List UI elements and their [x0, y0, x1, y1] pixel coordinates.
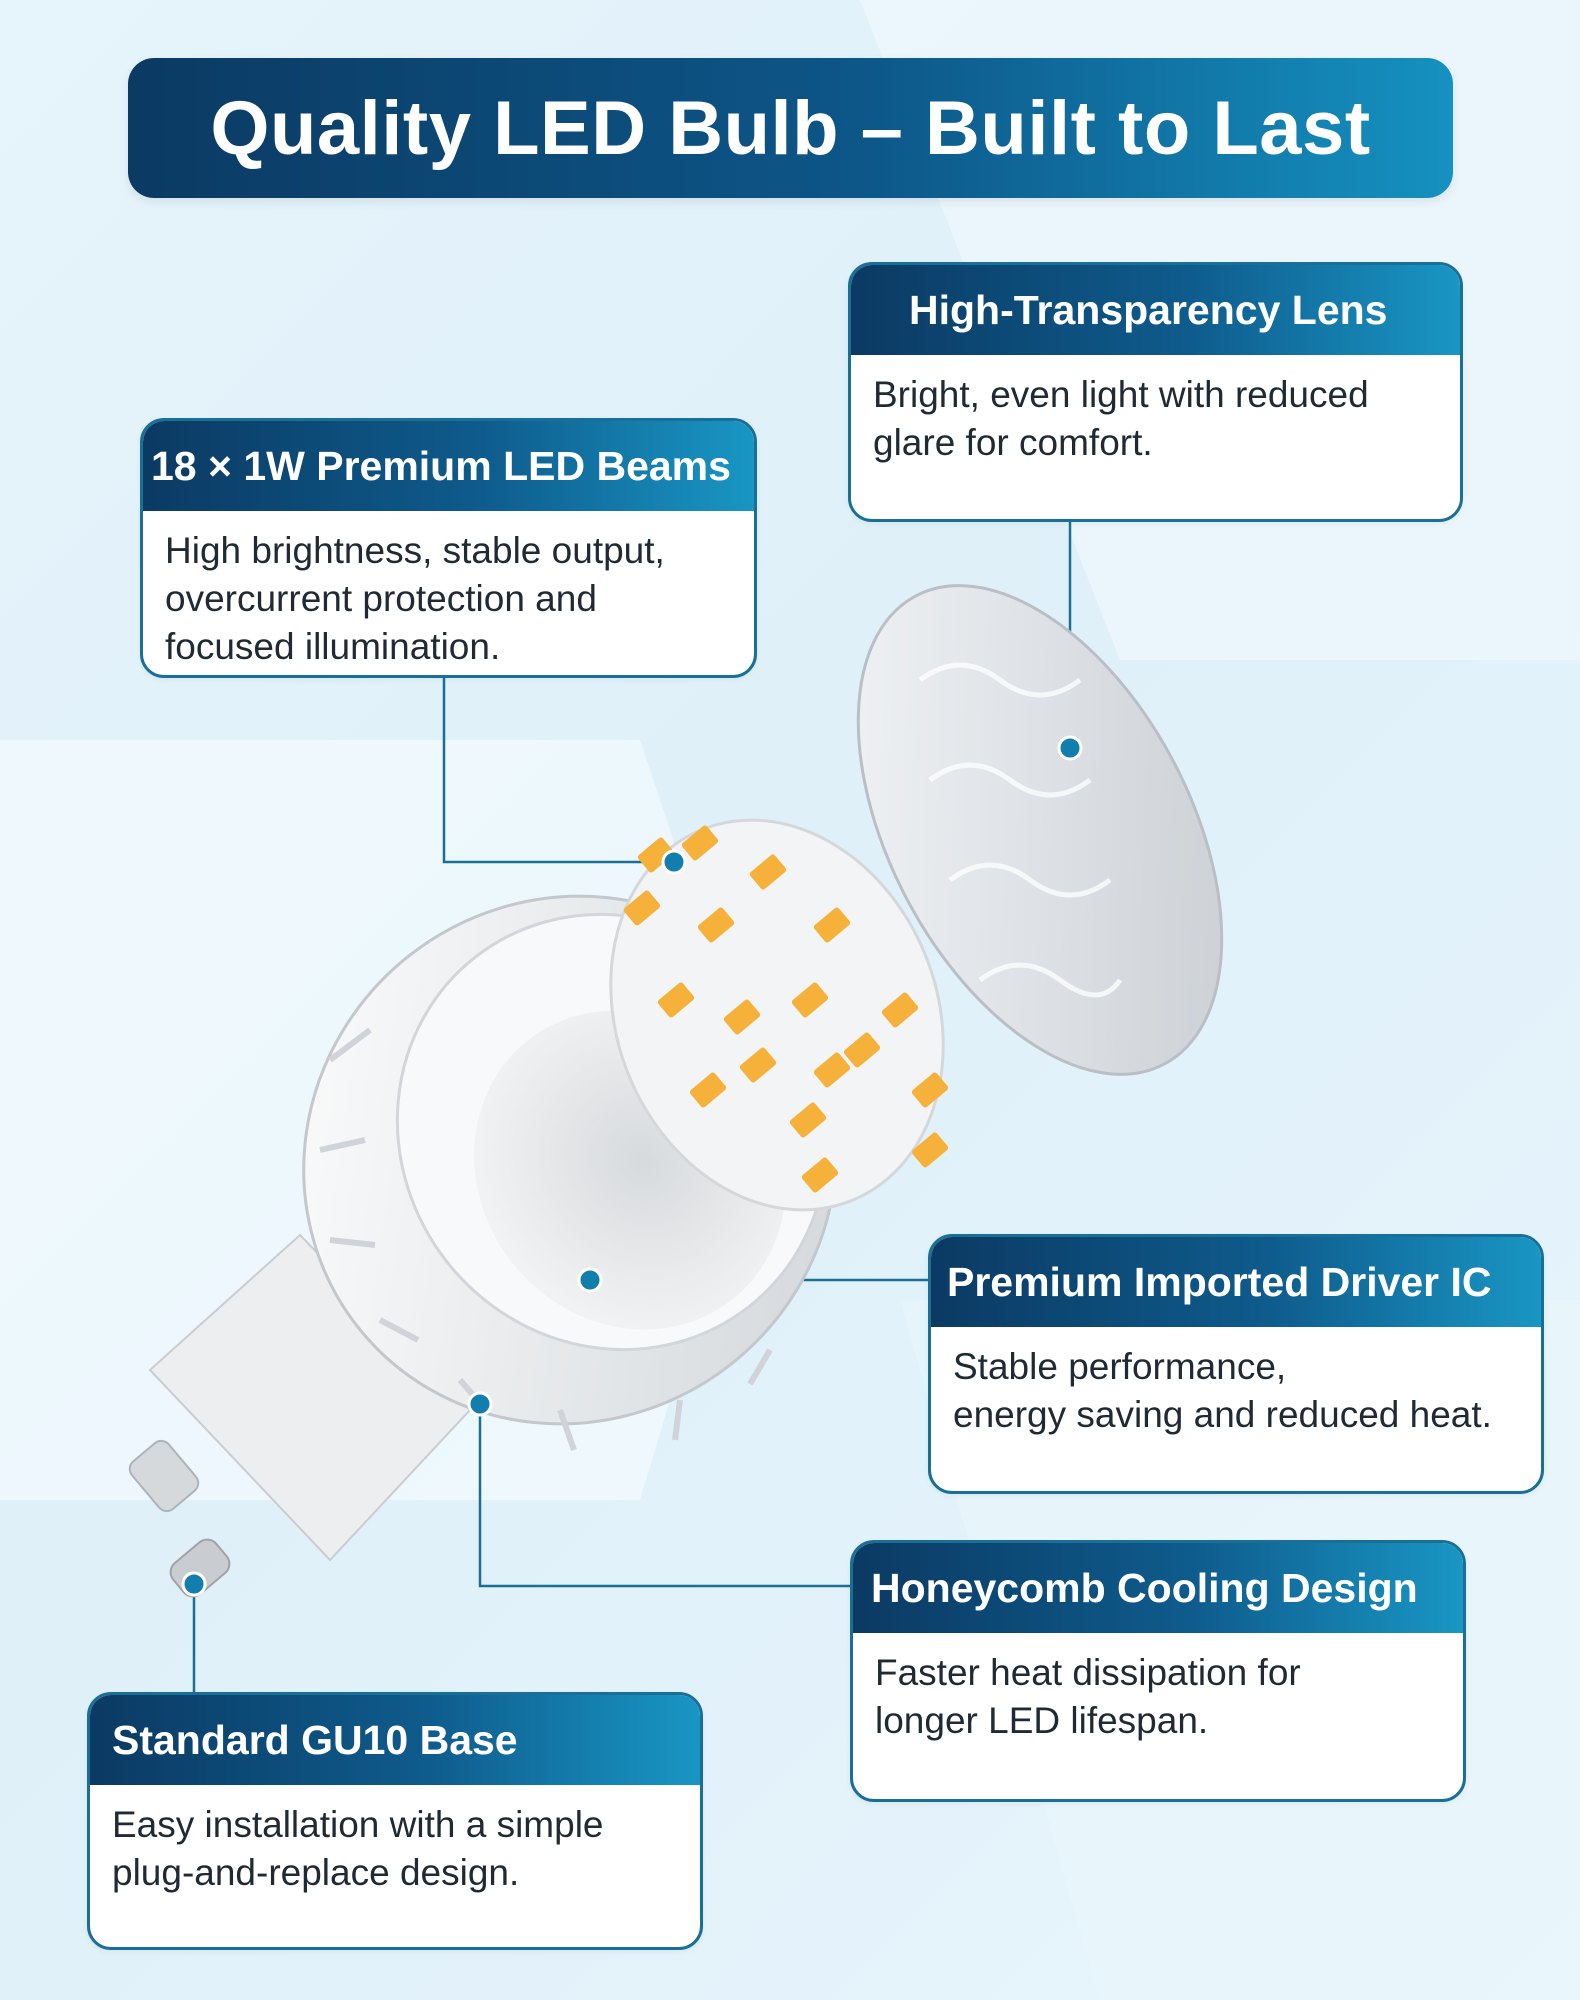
description-line: longer LED lifespan. — [875, 1700, 1209, 1741]
callout-description: Bright, even light with reduced glare fo… — [851, 355, 1460, 467]
description-line: Easy installation with a simple — [112, 1804, 604, 1845]
callout-title: Standard GU10 Base — [112, 1716, 518, 1763]
callout-description: Easy installation with a simple plug-and… — [90, 1785, 700, 1897]
led-chip — [689, 1072, 727, 1108]
description-line: energy saving and reduced heat. — [953, 1394, 1492, 1435]
page-title: Quality LED Bulb – Built to Last — [210, 85, 1371, 171]
bulb-housing-icon — [302, 894, 838, 1451]
callout-led-beams: 18 × 1W Premium LED Beams High brightnes… — [140, 418, 757, 678]
led-chip — [637, 837, 675, 873]
led-chip — [723, 999, 761, 1035]
led-chip — [843, 1032, 881, 1068]
description-line: focused illumination. — [165, 626, 501, 667]
callout-header: Premium Imported Driver IC — [931, 1237, 1541, 1327]
callout-gu10-base: Standard GU10 Base Easy installation wit… — [87, 1692, 703, 1950]
callout-header: 18 × 1W Premium LED Beams — [143, 421, 754, 511]
callout-title: Honeycomb Cooling Design — [871, 1564, 1418, 1611]
callout-description: Stable performance, energy saving and re… — [931, 1327, 1541, 1439]
description-line: glare for comfort. — [873, 422, 1153, 463]
led-chip — [789, 1102, 827, 1138]
led-chip — [801, 1157, 839, 1193]
callout-title: Premium Imported Driver IC — [947, 1258, 1492, 1305]
led-board-icon — [609, 818, 949, 1212]
description-line: overcurrent protection and — [165, 578, 597, 619]
lens-icon — [856, 584, 1224, 1076]
led-chip — [681, 825, 719, 861]
callout-header: High-Transparency Lens — [851, 265, 1460, 355]
description-line: High brightness, stable output, — [165, 530, 665, 571]
gu10-pin-icon — [128, 1233, 472, 1598]
callout-cooling: Honeycomb Cooling Design Faster heat dis… — [850, 1540, 1466, 1802]
led-chip — [813, 907, 851, 943]
led-chip — [739, 1047, 777, 1083]
led-chip — [791, 982, 829, 1018]
led-chip — [813, 1052, 851, 1088]
callout-description: Faster heat dissipation for longer LED l… — [853, 1633, 1463, 1745]
description-line: Bright, even light with reduced — [873, 374, 1369, 415]
callout-description: High brightness, stable output, overcurr… — [143, 511, 754, 671]
description-line: plug-and-replace design. — [112, 1852, 520, 1893]
led-chip — [911, 1132, 949, 1168]
callout-header: Honeycomb Cooling Design — [853, 1543, 1463, 1633]
led-chip — [697, 907, 735, 943]
callout-title: 18 × 1W Premium LED Beams — [151, 442, 731, 489]
callout-title: High-Transparency Lens — [909, 286, 1388, 333]
description-line: Stable performance, — [953, 1346, 1287, 1387]
led-chip — [623, 890, 661, 926]
led-chip — [749, 854, 787, 890]
led-chip — [911, 1072, 949, 1108]
connector-lines — [192, 520, 1072, 1694]
title-banner: Quality LED Bulb – Built to Last — [128, 58, 1453, 198]
callout-lens: High-Transparency Lens Bright, even ligh… — [848, 262, 1463, 522]
callout-header: Standard GU10 Base — [90, 1695, 700, 1785]
description-line: Faster heat dissipation for — [875, 1652, 1301, 1693]
led-chip — [881, 992, 919, 1028]
callout-driver-ic: Premium Imported Driver IC Stable perfor… — [928, 1234, 1544, 1494]
led-chip — [657, 982, 695, 1018]
